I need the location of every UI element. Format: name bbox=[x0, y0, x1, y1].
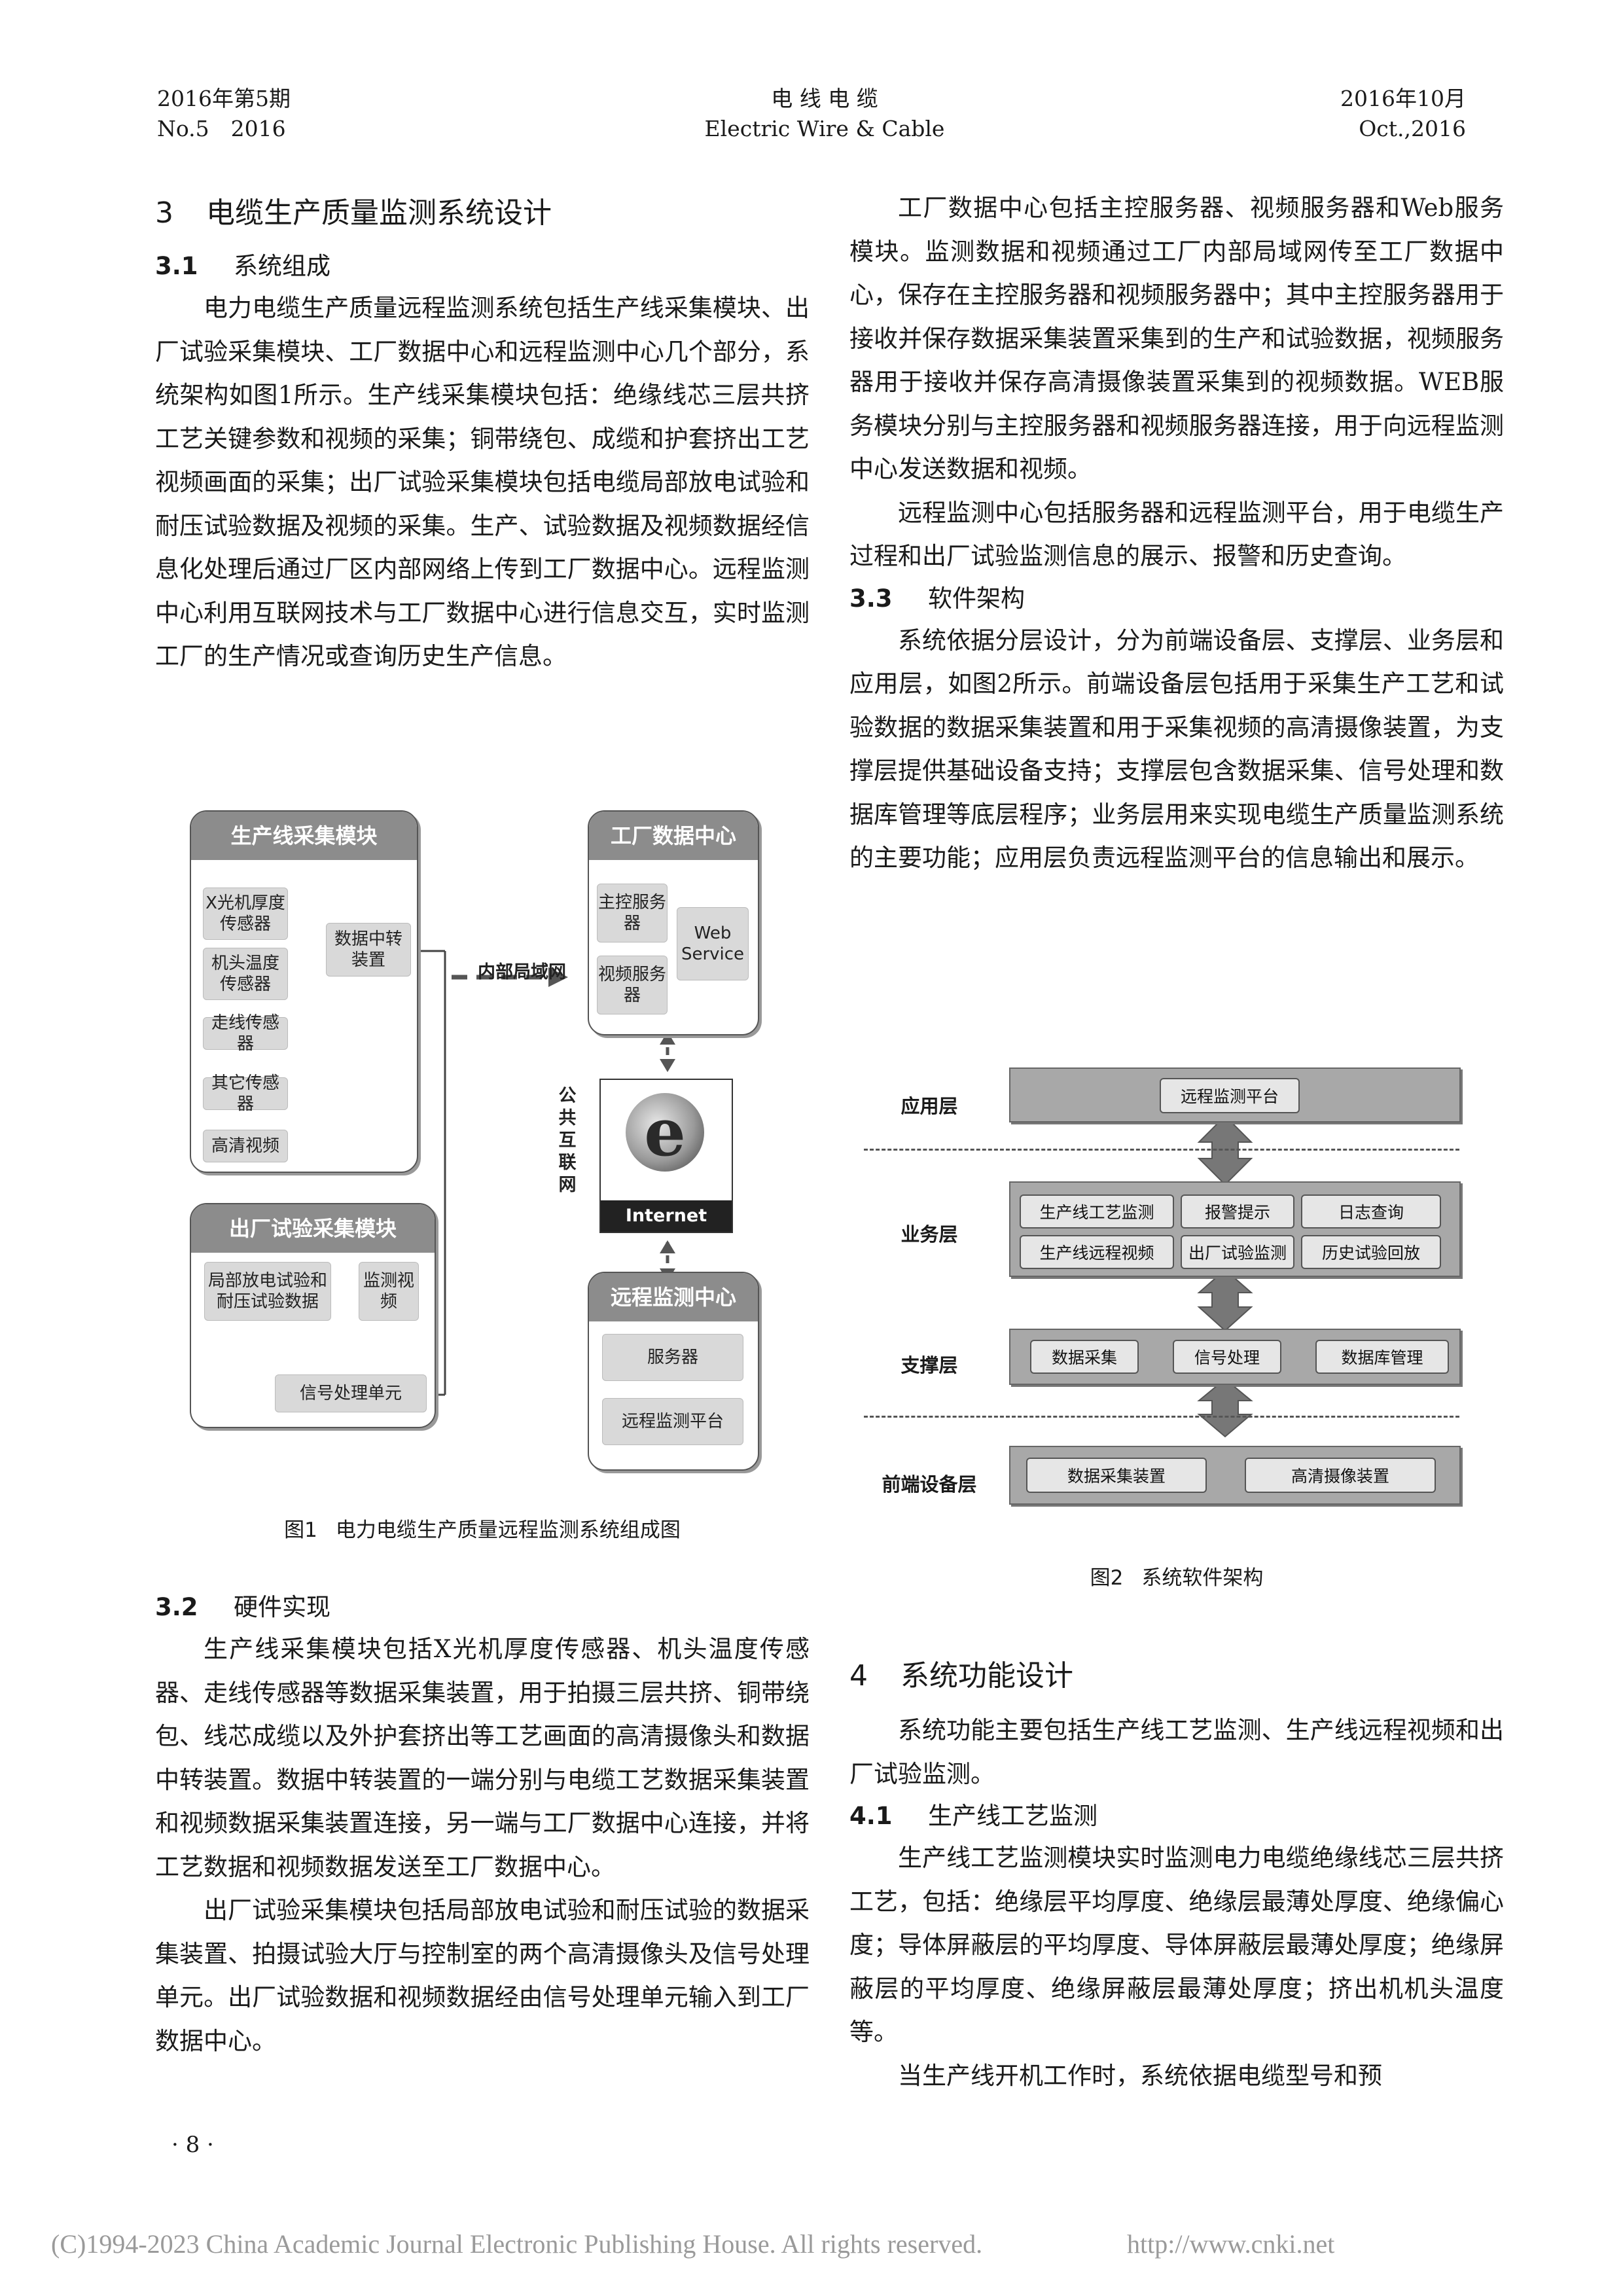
process-monitoring-box: 生产线工艺监测 bbox=[1020, 1194, 1174, 1229]
section-3-2-heading: 3.2 硬件实现 bbox=[155, 1587, 810, 1628]
section-3-3-heading: 3.3 软件架构 bbox=[849, 579, 1504, 619]
remote-server: 服务器 bbox=[602, 1334, 743, 1381]
caption-text: 系统软件架构 bbox=[1141, 1566, 1264, 1590]
section-title: 系统功能设计 bbox=[901, 1659, 1073, 1693]
test-playback-box: 历史试验回放 bbox=[1301, 1235, 1441, 1269]
module-title: 生产线采集模块 bbox=[191, 812, 417, 860]
remote-monitoring-platform: 远程监测平台 bbox=[602, 1398, 743, 1445]
paragraph: 系统依据分层设计，分为前端设备层、支撑层、业务层和应用层，如图2所示。前端设备层… bbox=[849, 626, 1504, 872]
section-4-1-heading: 4.1 生产线工艺监测 bbox=[849, 1796, 1504, 1837]
section-3-heading: 3 电缆生产质量监测系统设计 bbox=[155, 192, 810, 234]
layer-name-support: 支撑层 bbox=[901, 1354, 958, 1376]
hd-camera-device-box: 高清摄像装置 bbox=[1245, 1458, 1436, 1493]
page-number: · 8 · bbox=[171, 2132, 214, 2158]
other-sensor: 其它传感器 bbox=[203, 1073, 288, 1114]
data-acquisition-box: 数据采集 bbox=[1030, 1340, 1139, 1374]
internet-box: e Internet bbox=[599, 1079, 733, 1233]
wire-sensor: 走线传感器 bbox=[203, 1013, 288, 1054]
internet-label: Internet bbox=[601, 1200, 732, 1232]
journal-title-cn: 电 线 电 缆 bbox=[771, 86, 878, 111]
paragraph: 电力电缆生产质量远程监测系统包括生产线采集模块、出厂试验采集模块、工厂数据中心和… bbox=[155, 294, 810, 670]
journal-date: 2016年10月 Oct.,2016 bbox=[1217, 84, 1466, 144]
layer-divider bbox=[864, 1149, 1459, 1151]
caption-number: 图1 bbox=[284, 1518, 317, 1542]
lan-label: 内部局域网 bbox=[478, 962, 566, 982]
internet-explorer-icon: e bbox=[626, 1093, 704, 1172]
issue-en: No.5 2016 bbox=[157, 116, 286, 141]
caption-number: 图2 bbox=[1090, 1566, 1124, 1590]
layer-name-front-end: 前端设备层 bbox=[882, 1473, 977, 1496]
signal-processing-unit: 信号处理单元 bbox=[275, 1374, 427, 1412]
section-title: 软件架构 bbox=[928, 584, 1025, 613]
figure-1-caption: 图1 电力电缆生产质量远程监测系统组成图 bbox=[155, 1513, 810, 1543]
hd-video: 高清视频 bbox=[203, 1130, 288, 1162]
layer-name-business: 业务层 bbox=[901, 1223, 958, 1246]
monitoring-video: 监测视频 bbox=[359, 1262, 419, 1321]
paragraph: 生产线工艺监测模块实时监测电力电缆绝缘线芯三层共挤工艺，包括：绝缘层平均厚度、绝… bbox=[849, 1844, 1504, 2046]
section-title: 电缆生产质量监测系统设计 bbox=[206, 196, 552, 230]
figure-2: 应用层 远程监测平台 业务层 生产线工艺监测 报警提示 日志查询 生产线远程视频… bbox=[857, 1064, 1466, 1522]
section-3-1-heading: 3.1 系统组成 bbox=[155, 246, 810, 287]
database-management-box: 数据库管理 bbox=[1315, 1340, 1449, 1374]
left-column: 3 电缆生产质量监测系统设计 3.1 系统组成 电力电缆生产质量远程监测系统包括生产… bbox=[155, 190, 810, 679]
left-column-lower: 3.2 硬件实现 生产线采集模块包括X光机厚度传感器、机头温度传感器、走线传感器等… bbox=[155, 1587, 810, 2063]
layer-divider bbox=[864, 1416, 1459, 1418]
public-internet-label: 公共互联网 bbox=[558, 1086, 577, 1195]
head-temperature-sensor: 机头温度传感器 bbox=[203, 948, 288, 1000]
paragraph: 出厂试验采集模块包括局部放电试验和耐压试验的数据采集装置、拍摄试验大厅与控制室的… bbox=[155, 1896, 810, 2055]
section-title: 硬件实现 bbox=[234, 1593, 330, 1621]
video-server: 视频服务器 bbox=[597, 956, 668, 1014]
section-number: 4.1 bbox=[849, 1802, 893, 1830]
xray-thickness-sensor: X光机厚度传感器 bbox=[203, 888, 288, 940]
paragraph: 远程监测中心包括服务器和远程监测平台，用于电缆生产过程和出厂试验监测信息的展示、… bbox=[849, 498, 1504, 571]
figure-1: 生产线采集模块 X光机厚度传感器 机头温度传感器 走线传感器 其它传感器 高清视… bbox=[190, 810, 766, 1491]
layer-name-application: 应用层 bbox=[901, 1095, 958, 1117]
remote-monitoring-platform-box: 远程监测平台 bbox=[1160, 1078, 1300, 1113]
section-title: 生产线工艺监测 bbox=[928, 1802, 1097, 1830]
paragraph: 工厂数据中心包括主控服务器、视频服务器和Web服务模块。监测数据和视频通过工厂内… bbox=[849, 194, 1504, 483]
section-number: 3.3 bbox=[849, 584, 893, 613]
section-4-heading: 4 系统功能设计 bbox=[849, 1655, 1504, 1697]
partial-discharge-test-data: 局部放电试验和耐压试验数据 bbox=[204, 1262, 331, 1321]
alarm-box: 报警提示 bbox=[1181, 1194, 1294, 1229]
cnki-url[interactable]: http://www.cnki.net bbox=[1127, 2229, 1335, 2259]
module-title: 远程监测中心 bbox=[589, 1273, 758, 1321]
section-title: 系统组成 bbox=[234, 252, 330, 280]
right-column: 工厂数据中心包括主控服务器、视频服务器和Web服务模块。监测数据和视频通过工厂内… bbox=[849, 187, 1504, 880]
paragraph: 当生产线开机工作时，系统依据电缆型号和预 bbox=[898, 2061, 1382, 2090]
factory-test-monitoring-box: 出厂试验监测 bbox=[1181, 1235, 1294, 1269]
section-number: 3.1 bbox=[155, 252, 198, 280]
signal-processing-box: 信号处理 bbox=[1173, 1340, 1281, 1374]
module-title: 工厂数据中心 bbox=[589, 812, 758, 860]
paragraph: 生产线采集模块包括X光机厚度传感器、机头温度传感器、走线传感器等数据采集装置，用… bbox=[155, 1635, 810, 1881]
date-en: Oct.,2016 bbox=[1359, 116, 1466, 141]
date-cn: 2016年10月 bbox=[1340, 86, 1466, 111]
data-acquisition-device-box: 数据采集装置 bbox=[1026, 1458, 1207, 1493]
section-number: 4 bbox=[849, 1659, 868, 1693]
paragraph: 系统功能主要包括生产线工艺监测、生产线远程视频和出厂试验监测。 bbox=[849, 1716, 1504, 1788]
figure-2-caption: 图2 系统软件架构 bbox=[849, 1561, 1504, 1590]
section-number: 3.2 bbox=[155, 1593, 198, 1621]
journal-issue: 2016年第5期 No.5 2016 bbox=[157, 84, 419, 144]
journal-title-en: Electric Wire & Cable bbox=[704, 116, 945, 141]
caption-text: 电力电缆生产质量远程监测系统组成图 bbox=[335, 1518, 681, 1542]
main-control-server: 主控服务器 bbox=[597, 884, 668, 942]
log-query-box: 日志查询 bbox=[1301, 1194, 1441, 1229]
issue-cn: 2016年第5期 bbox=[157, 86, 291, 111]
section-number: 3 bbox=[155, 196, 173, 230]
web-service: Web Service bbox=[677, 907, 749, 980]
journal-title: 电 线 电 缆 Electric Wire & Cable bbox=[654, 84, 995, 144]
remote-video-box: 生产线远程视频 bbox=[1020, 1235, 1174, 1269]
data-relay-device: 数据中转装置 bbox=[326, 923, 411, 977]
module-title: 出厂试验采集模块 bbox=[191, 1204, 435, 1253]
copyright-notice: (C)1994-2023 China Academic Journal Elec… bbox=[51, 2229, 983, 2259]
